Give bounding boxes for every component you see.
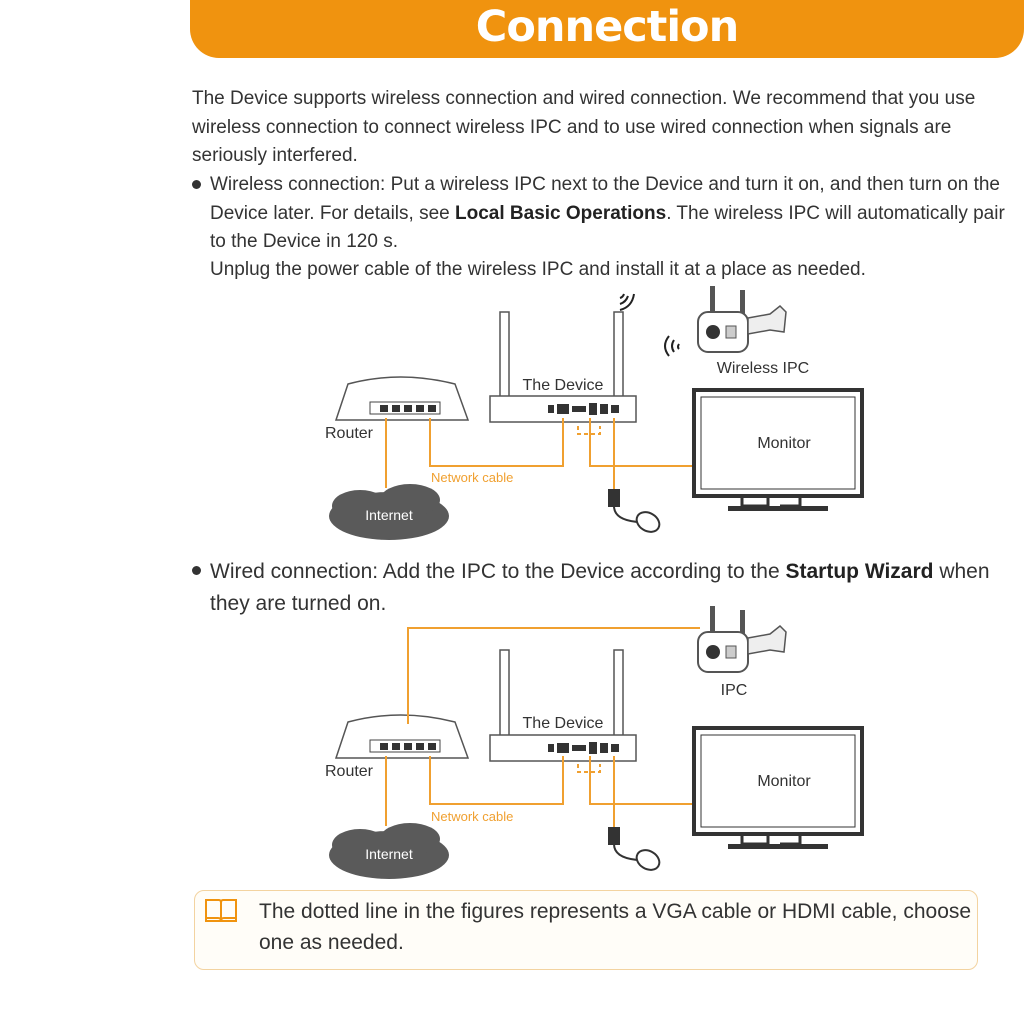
wired-connection-item: Wired connection: Add the IPC to the Dev… — [210, 556, 1022, 620]
router-ports — [369, 401, 441, 415]
page-title: Connection — [475, 2, 739, 52]
wireless-connection-item: Wireless connection: Put a wireless IPC … — [210, 171, 1022, 257]
camera-label: Wireless IPC — [717, 360, 809, 377]
device-ports — [548, 403, 619, 415]
device-box — [489, 734, 637, 762]
vga-hdmi-dotted-cable — [577, 764, 601, 773]
monitor-frame — [692, 726, 864, 836]
monitor-frame — [692, 388, 864, 498]
intro-paragraph: The Device supports wireless connection … — [192, 88, 976, 166]
internet-label: Internet — [365, 507, 413, 523]
wired-text-suffix: when they are turned on. — [210, 560, 990, 615]
network-cable — [385, 418, 694, 490]
wireless-text-prefix: Wireless connection: Put a wireless IPC … — [210, 174, 1000, 224]
internet-cloud — [329, 492, 449, 540]
network-cable-label: Network cable — [431, 809, 513, 824]
signal-icon — [664, 335, 680, 357]
camera-label: IPC — [721, 682, 748, 699]
mouse-icon — [608, 489, 661, 533]
router-label: Router — [325, 763, 374, 780]
device-label: The Device — [523, 715, 604, 732]
wireless-ipc-camera-icon — [697, 286, 787, 353]
device-antenna-right — [613, 311, 624, 413]
device-antenna-left — [499, 311, 510, 413]
bullet-dot — [192, 566, 204, 578]
monitor-stand — [728, 506, 828, 511]
note-box — [194, 890, 978, 970]
book-icon — [205, 899, 237, 922]
router-label: Router — [325, 425, 374, 442]
network-cable-label: Network cable — [431, 470, 513, 485]
monitor-label: Monitor — [757, 773, 811, 790]
unplug-instruction: Unplug the power cable of the wireless I… — [210, 259, 866, 280]
section-banner: Connection — [190, 0, 1024, 58]
vga-hdmi-dotted-cable — [577, 426, 601, 435]
internet-cloud — [329, 831, 449, 879]
local-basic-operations-ref: Local Basic Operations — [455, 202, 667, 224]
note-text: The dotted line in the figures represent… — [259, 900, 972, 954]
wifi-icon — [619, 293, 635, 311]
device-label: The Device — [523, 377, 604, 394]
wired-text-prefix: Wired connection: Add the IPC to the Dev… — [210, 560, 786, 583]
router-body — [334, 714, 470, 759]
monitor-stand — [728, 844, 828, 849]
wireless-text-suffix: . The wireless IPC will automatically pa… — [210, 202, 1005, 253]
mouse-icon — [608, 827, 661, 871]
router-body — [334, 376, 470, 421]
monitor-label: Monitor — [757, 435, 811, 452]
network-cable — [385, 627, 700, 828]
device-box — [489, 395, 637, 423]
bullet-dot — [192, 180, 204, 192]
internet-label: Internet — [365, 846, 413, 862]
startup-wizard-ref: Startup Wizard — [785, 560, 934, 583]
